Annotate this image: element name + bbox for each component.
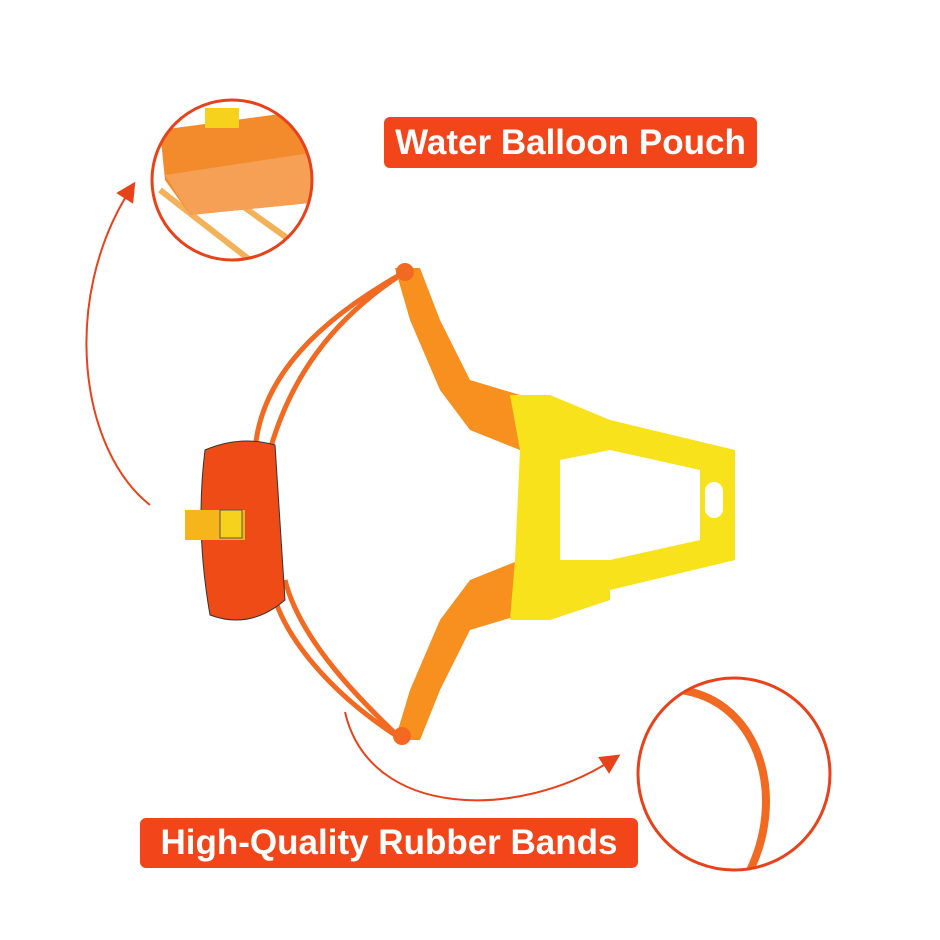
arrow-to-pouch-detail xyxy=(85,181,151,506)
water-balloon-pouch xyxy=(185,440,286,621)
bands-detail-circle xyxy=(636,676,832,872)
arrow-to-band-detail xyxy=(344,711,621,802)
slingshot-frame xyxy=(393,263,735,745)
water-balloon-pouch-label: Water Balloon Pouch xyxy=(384,117,757,168)
pouch-detail-circle xyxy=(150,98,314,262)
rubber-bands-label: High-Quality Rubber Bands xyxy=(140,818,638,868)
